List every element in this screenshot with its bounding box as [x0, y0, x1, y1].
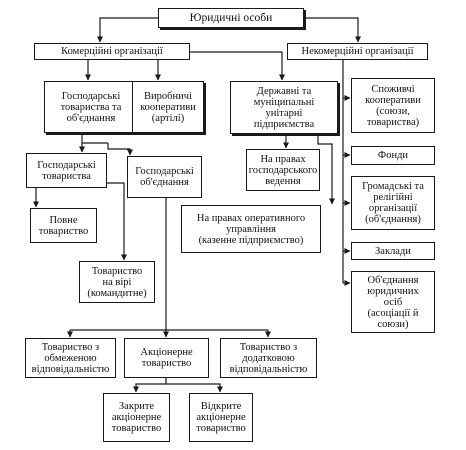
node-legal-entity-associations: Об'єднання юридичних осіб (асоціації й с… — [351, 271, 435, 333]
edge-jsc-open — [166, 383, 223, 393]
node-business-associations: Господарські об'єднання — [127, 156, 202, 198]
node-limited-liability-company: Товариство з обмеженою відповідальністю — [25, 338, 116, 378]
node-production-cooperatives: Виробничі кооперативи (артілі) — [132, 81, 204, 133]
node-general-partnership: Повне товариство — [30, 208, 97, 243]
node-public-religious-organizations: Громадські та релігійні організації (об'… — [351, 176, 435, 230]
node-open-joint-stock: Відкрите акціонерне товариство — [189, 393, 253, 442]
node-legal-entities: Юридичні особи — [158, 8, 304, 28]
edge-state-operational — [317, 134, 335, 205]
edge-partnerships-associations — [107, 143, 133, 156]
edge-companies-limited — [107, 182, 127, 261]
node-economic-management: На правах господарського ведення — [246, 149, 320, 191]
node-limited-partnership: Товариство на вірі (командитне) — [79, 261, 155, 303]
node-business-companies: Господарські товариства — [26, 153, 107, 188]
node-noncommercial-organizations: Некомерційні організації — [287, 43, 428, 60]
node-operational-management: На правах оперативного управління (казен… — [181, 205, 321, 253]
edge-jsc-split — [133, 378, 167, 393]
node-additional-liability-company: Товариство з додатковою відповідальністю — [220, 338, 317, 378]
node-state-enterprises: Державні та муніципальні унітарні підпри… — [230, 81, 338, 134]
edge-root-commercial — [97, 17, 158, 43]
node-closed-joint-stock: Закрите акціонерне товариство — [103, 393, 170, 442]
node-consumer-cooperatives: Споживчі кооперативи (союзи, товариства) — [351, 78, 435, 133]
node-funds: Фонди — [351, 146, 435, 165]
edge-partnerships-split — [81, 133, 108, 144]
node-commercial-organizations: Комерційні організації — [34, 43, 190, 60]
node-joint-stock-company: Акціонерне товариство — [124, 338, 209, 378]
node-business-partnerships: Господарські товариства та об'єднання — [44, 81, 138, 133]
edge-root-noncommercial — [304, 17, 361, 43]
node-institutions: Заклади — [351, 242, 435, 260]
